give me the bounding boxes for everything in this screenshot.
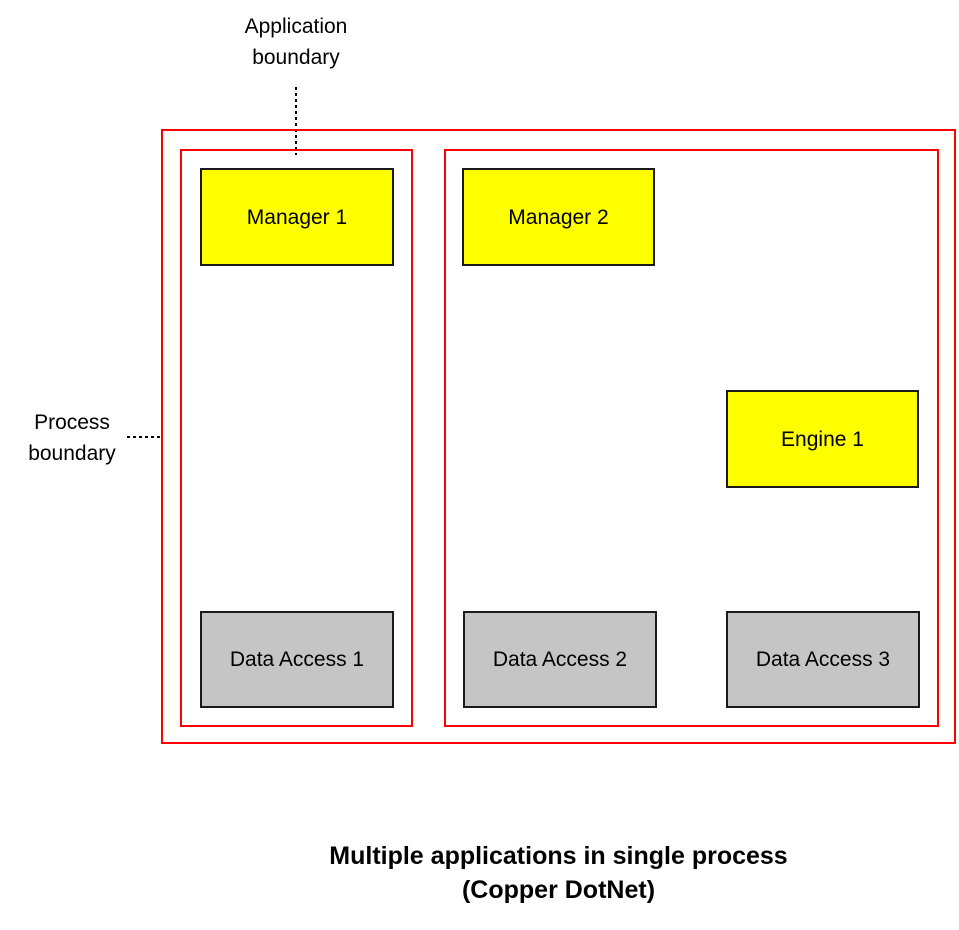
diagram-caption: Multiple applications in single process …: [161, 839, 956, 907]
node-manager-1: Manager 1: [200, 168, 394, 266]
process-boundary-leader-line: [127, 436, 162, 438]
application-boundary-label: Application boundary: [244, 15, 348, 69]
process-boundary-box: [161, 129, 956, 744]
process-boundary-label: Process boundary: [28, 411, 116, 465]
node-data-access-3: Data Access 3: [726, 611, 920, 708]
node-data-access-2: Data Access 2: [463, 611, 657, 708]
node-engine-1: Engine 1: [726, 390, 919, 488]
application-boundary-box-left: [180, 149, 413, 727]
caption-line-2: (Copper DotNet): [461, 876, 656, 904]
node-manager-2: Manager 2: [462, 168, 655, 266]
application-boundary-box-right: [444, 149, 939, 727]
application-boundary-leader-line: [295, 87, 297, 155]
node-data-access-1: Data Access 1: [200, 611, 394, 708]
caption-line-1: Multiple applications in single process: [329, 842, 788, 870]
